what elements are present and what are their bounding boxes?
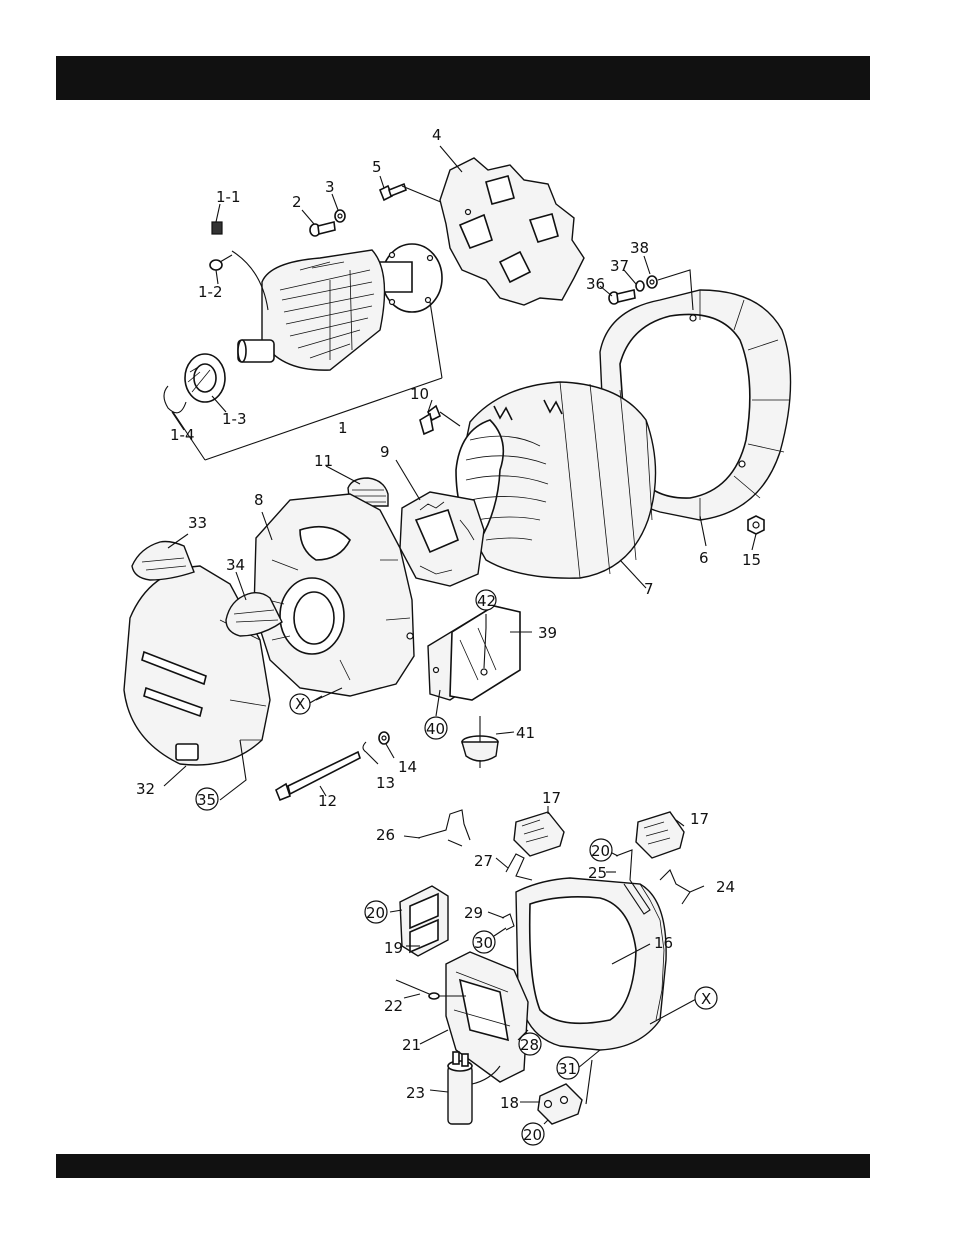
label-27: 27 [474, 852, 493, 870]
label-1-4: 1-4 [170, 426, 195, 444]
label-19: 19 [384, 939, 403, 957]
label-25: 25 [588, 864, 607, 882]
bus-bar-26 [418, 810, 470, 846]
stator [456, 382, 656, 578]
label-6: 6 [699, 549, 709, 567]
label-20a: 20 [591, 842, 610, 860]
label-30: 30 [474, 934, 493, 952]
label-10: 10 [410, 385, 429, 403]
handle-33 [132, 542, 194, 581]
label-2: 2 [292, 193, 302, 211]
label-17b: 17 [690, 810, 709, 828]
label-40: 40 [426, 720, 445, 738]
label-29: 29 [464, 904, 483, 922]
label-20c: 20 [523, 1126, 542, 1144]
label-14: 14 [398, 758, 417, 776]
label-x-b: X [701, 990, 711, 1008]
label-21: 21 [402, 1036, 421, 1054]
label-18: 18 [500, 1094, 519, 1112]
label-28: 28 [520, 1036, 539, 1054]
label-33: 33 [188, 514, 207, 532]
rotor-assembly [232, 244, 442, 370]
bus-bar-27 [506, 854, 532, 880]
label-23: 23 [406, 1084, 425, 1102]
label-41: 41 [516, 724, 535, 742]
washer-14 [379, 732, 389, 744]
label-24: 24 [716, 878, 735, 896]
label-1-3: 1-3 [222, 410, 247, 428]
control-panel-box-16 [516, 878, 666, 1050]
washer-37 [636, 281, 644, 291]
rubber-mount-41 [462, 716, 498, 768]
brush-spring [210, 255, 232, 270]
bus-bar-24 [660, 870, 690, 904]
bearing [185, 354, 225, 402]
rectifier-9 [400, 492, 484, 586]
label-36: 36 [586, 275, 605, 293]
label-7: 7 [644, 580, 654, 598]
snap-ring [164, 386, 186, 413]
terminal-block-17b [636, 812, 684, 858]
label-3: 3 [325, 178, 335, 196]
label-8: 8 [254, 491, 264, 509]
washer-13 [363, 742, 366, 752]
label-26: 26 [376, 826, 395, 844]
washer-3 [335, 210, 345, 222]
bolt-10 [420, 406, 460, 434]
label-31: 31 [558, 1060, 577, 1078]
label-37: 37 [610, 257, 629, 275]
label-35: 35 [197, 791, 216, 809]
brush-part [212, 222, 222, 234]
label-5: 5 [372, 158, 382, 176]
label-39: 39 [538, 624, 557, 642]
terminal-18 [538, 1084, 582, 1124]
label-17a: 17 [542, 789, 561, 807]
label-22: 22 [384, 997, 403, 1015]
mounting-bracket-39 [428, 606, 520, 700]
label-15: 15 [742, 551, 761, 569]
label-1-1: 1-1 [216, 188, 241, 206]
nut-15 [748, 516, 764, 534]
label-34: 34 [226, 556, 245, 574]
label-11: 11 [314, 452, 333, 470]
footer-bar [56, 1154, 870, 1178]
label-20b: 20 [366, 904, 385, 922]
label-42: 42 [477, 592, 496, 610]
label-x-a: X [295, 695, 305, 713]
label-38: 38 [630, 239, 649, 257]
label-9: 9 [380, 443, 390, 461]
label-4: 4 [432, 126, 442, 144]
coupling-disc [440, 158, 584, 305]
terminal-block-17a [514, 812, 564, 856]
label-1-2: 1-2 [198, 283, 223, 301]
label-13: 13 [376, 774, 395, 792]
front-bracket-8 [254, 494, 414, 696]
label-32: 32 [136, 780, 155, 798]
bolt-36 [609, 290, 635, 304]
small-part-29 [502, 914, 514, 930]
label-12: 12 [318, 792, 337, 810]
label-16: 16 [654, 934, 673, 952]
label-1: 1 [338, 419, 348, 437]
